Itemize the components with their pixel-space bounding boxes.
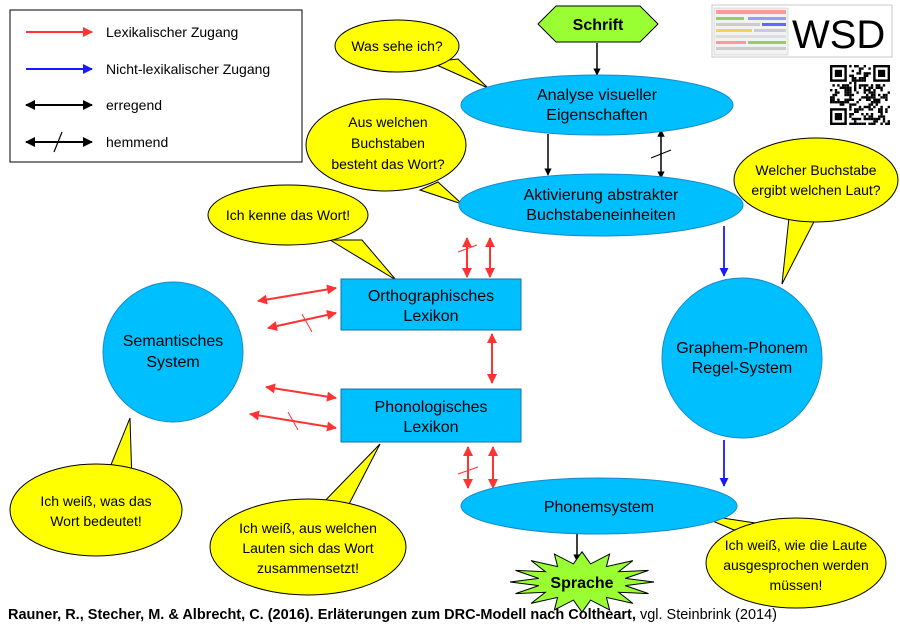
bubble-text: Ich weiß, was das [40, 493, 151, 509]
legend-lexical-label: Lexikalischer Zugang [106, 24, 238, 40]
legend-inhibitory-slash [53, 131, 63, 153]
node-label: Semantisches [123, 333, 224, 350]
node-label: Analyse visueller [537, 87, 658, 104]
node-analyse: Analyse visueller Eigenschaften [460, 74, 734, 136]
node-label: System [146, 354, 199, 371]
node-label: Graphem-Phonem [676, 340, 808, 357]
bubble-welcher-buchstabe: Welcher Buchstabe ergibt welchen Laut? [733, 137, 899, 285]
node-label: Phonemsystem [544, 499, 654, 516]
node-label: Schrift [573, 17, 624, 34]
wsd-logo-text: WSD [792, 13, 885, 57]
inhibit-slash-aktivierung-ortho [457, 244, 478, 253]
node-label: Phonologisches [375, 399, 488, 416]
bubble-text: Aus welchen [348, 114, 427, 130]
bubble-ich-kenne-das-wort: Ich kenne das Wort! [207, 184, 397, 281]
inhibit-slash-semantic-phono [287, 411, 299, 431]
bubble-was-sehe-ich: Was sehe ich? [334, 19, 489, 89]
bubble-text: Ich kenne das Wort! [226, 207, 350, 223]
qr-code [828, 63, 892, 127]
node-phonologisches-lexikon: Phonologisches Lexikon [340, 388, 522, 443]
connections [249, 43, 729, 562]
bubble-ich-weiss-lauten: Ich weiß, aus welchen Lauten sich das Wo… [209, 443, 407, 596]
inhibit-slash-analyse [650, 149, 672, 159]
node-label: Aktivierung abstrakter [524, 187, 679, 204]
bubble-text: zusammensetzt! [257, 560, 359, 576]
legend-nonlexical-label: Nicht-lexikalischer Zugang [106, 61, 270, 77]
inhibit-slash-semantic-ortho [301, 313, 313, 333]
wsd-logo: WSD [711, 4, 893, 58]
bubble-text: müssen! [770, 577, 823, 593]
legend-frame [9, 9, 303, 163]
citation: Rauner, R., Stecher, M. & Albrecht, C. (… [8, 607, 777, 623]
legend-excitatory-label: erregend [106, 97, 162, 113]
node-label: Lexikon [403, 419, 458, 436]
node-label: Orthographisches [368, 288, 494, 305]
node-aktivierung: Aktivierung abstrakter Buchstabeneinheit… [458, 173, 744, 237]
node-label: Eigenschaften [546, 107, 647, 124]
legend: Lexikalischer Zugang Nicht-lexikalischer… [9, 9, 303, 163]
bubble-text: Ich weiß, aus welchen [239, 520, 377, 536]
node-label: Sprache [550, 575, 613, 592]
bubble-text: Ich weiß, wie die Laute [725, 537, 868, 553]
bubble-text: ausgesprochen werden [723, 557, 869, 573]
bubble-text: Buchstaben [351, 135, 425, 151]
node-sprache: Sprache [509, 550, 655, 614]
arrow-semantic-ortho-inhibit [267, 310, 337, 331]
bubble-text: besteht das Wort? [331, 156, 445, 172]
bubble-text: Was sehe ich? [351, 38, 443, 54]
node-label: Regel-System [692, 360, 792, 377]
legend-inhibitory-label: hemmend [106, 134, 168, 150]
node-schrift: Schrift [537, 5, 659, 43]
bubble-text: Welcher Buchstabe [755, 162, 876, 178]
bubble-ich-weiss-wie: Ich weiß, wie die Laute ausgesprochen we… [695, 513, 887, 609]
bubble-text: ergibt welchen Laut? [751, 182, 880, 198]
bubble-text: Lauten sich das Wort [242, 540, 373, 556]
node-graphem-phonem-system: Graphem-Phonem Regel-System [661, 277, 823, 439]
node-label: Lexikon [403, 308, 458, 325]
bubble-ich-weiss-bedeutet: Ich weiß, was das Wort bedeutet! [9, 417, 183, 557]
node-semantisches-system: Semantisches System [102, 281, 244, 423]
citation-authors: Rauner, R., Stecher, M. & Albrecht, C. (… [8, 607, 636, 623]
bubble-aus-welchen-buchstaben: Aus welchen Buchstaben besteht das Wort? [305, 98, 467, 205]
node-label: Buchstabeneinheiten [526, 207, 675, 224]
citation-reference: vgl. Steinbrink (2014) [635, 607, 777, 623]
node-orthographisches-lexikon: Orthographisches Lexikon [340, 278, 522, 331]
arrow-semantic-phono [265, 383, 337, 402]
inhibit-slash-phono-phonem [457, 466, 479, 475]
arrow-semantic-ortho [257, 284, 337, 305]
node-phonemsystem: Phonemsystem [460, 477, 738, 535]
bubble-text: Wort bedeutet! [50, 513, 142, 529]
